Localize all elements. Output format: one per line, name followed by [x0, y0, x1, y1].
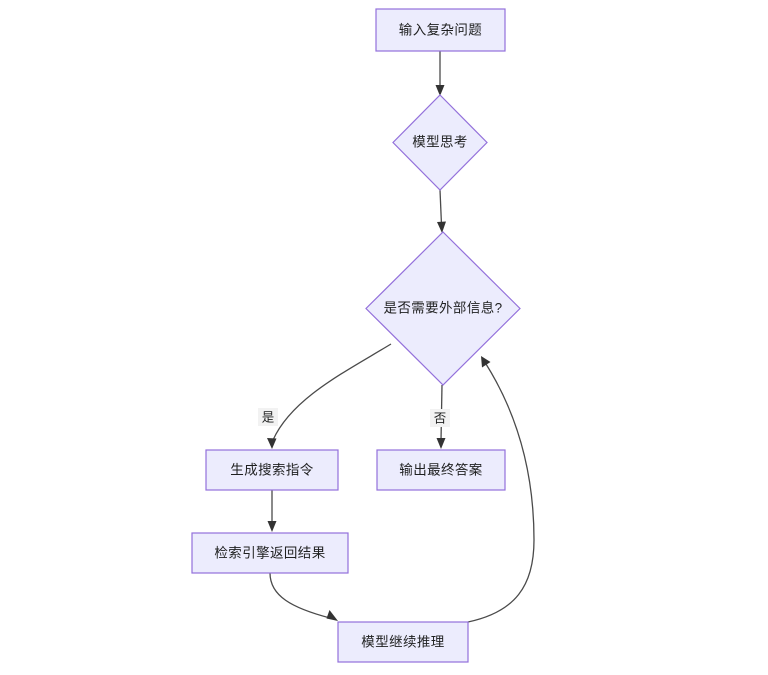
node-rect[interactable] — [376, 449, 506, 491]
arrowhead-icon — [481, 356, 491, 368]
node-needs-external-info-decision[interactable]: 是否需要外部信息? — [365, 231, 521, 386]
arrowhead-icon — [267, 438, 277, 449]
node-rect[interactable] — [205, 449, 339, 491]
node-label: 输出最终答案 — [399, 462, 482, 478]
edge-label-background — [430, 409, 450, 427]
node-label: 检索引擎返回结果 — [214, 546, 325, 561]
node-rect[interactable] — [337, 621, 469, 663]
edge-search-cmd-to-engine-result — [267, 490, 277, 532]
node-diamond[interactable] — [392, 94, 488, 191]
edge-label-background — [258, 408, 278, 426]
node-generate-search-command[interactable]: 生成搜索指令 — [205, 449, 339, 491]
arrowhead-icon — [437, 221, 446, 233]
edge-line — [272, 343, 392, 441]
edge-input-to-think — [435, 51, 445, 96]
node-label: 模型思考 — [412, 135, 468, 150]
edge-group: 是 否 — [258, 51, 535, 623]
node-rect[interactable] — [191, 532, 349, 574]
edge-line — [439, 189, 443, 226]
node-search-engine-returns-results[interactable]: 检索引擎返回结果 — [191, 532, 349, 574]
node-label: 是否需要外部信息? — [383, 300, 502, 316]
edge-engine-result-to-continue-reason — [269, 572, 338, 621]
edge-think-to-decision — [437, 189, 446, 233]
edge-decision-to-final-answer: 否 — [430, 384, 450, 449]
node-model-thinking[interactable]: 模型思考 — [392, 94, 488, 191]
node-input-complex-question[interactable]: 输入复杂问题 — [375, 8, 506, 52]
edge-line — [269, 572, 331, 619]
node-label: 模型继续推理 — [361, 635, 444, 650]
edge-decision-to-search-cmd: 是 — [258, 343, 392, 449]
node-rect[interactable] — [375, 8, 506, 52]
arrowhead-icon — [326, 610, 338, 621]
edge-continue-reason-to-decision — [467, 356, 535, 623]
node-group: 输入复杂问题 模型思考 是否需要外部信息? 生成搜索指令 输出最终答案 — [191, 8, 521, 663]
node-output-final-answer[interactable]: 输出最终答案 — [376, 449, 506, 491]
arrowhead-icon — [436, 438, 446, 449]
edge-line — [467, 363, 535, 623]
edge-label-no: 否 — [434, 411, 447, 425]
node-label: 生成搜索指令 — [230, 463, 313, 478]
edge-label-yes: 是 — [262, 410, 275, 424]
node-model-continues-reasoning[interactable]: 模型继续推理 — [337, 621, 469, 663]
node-label: 输入复杂问题 — [399, 22, 482, 38]
arrowhead-icon — [267, 521, 277, 532]
node-diamond[interactable] — [365, 231, 521, 386]
arrowhead-icon — [435, 85, 445, 96]
